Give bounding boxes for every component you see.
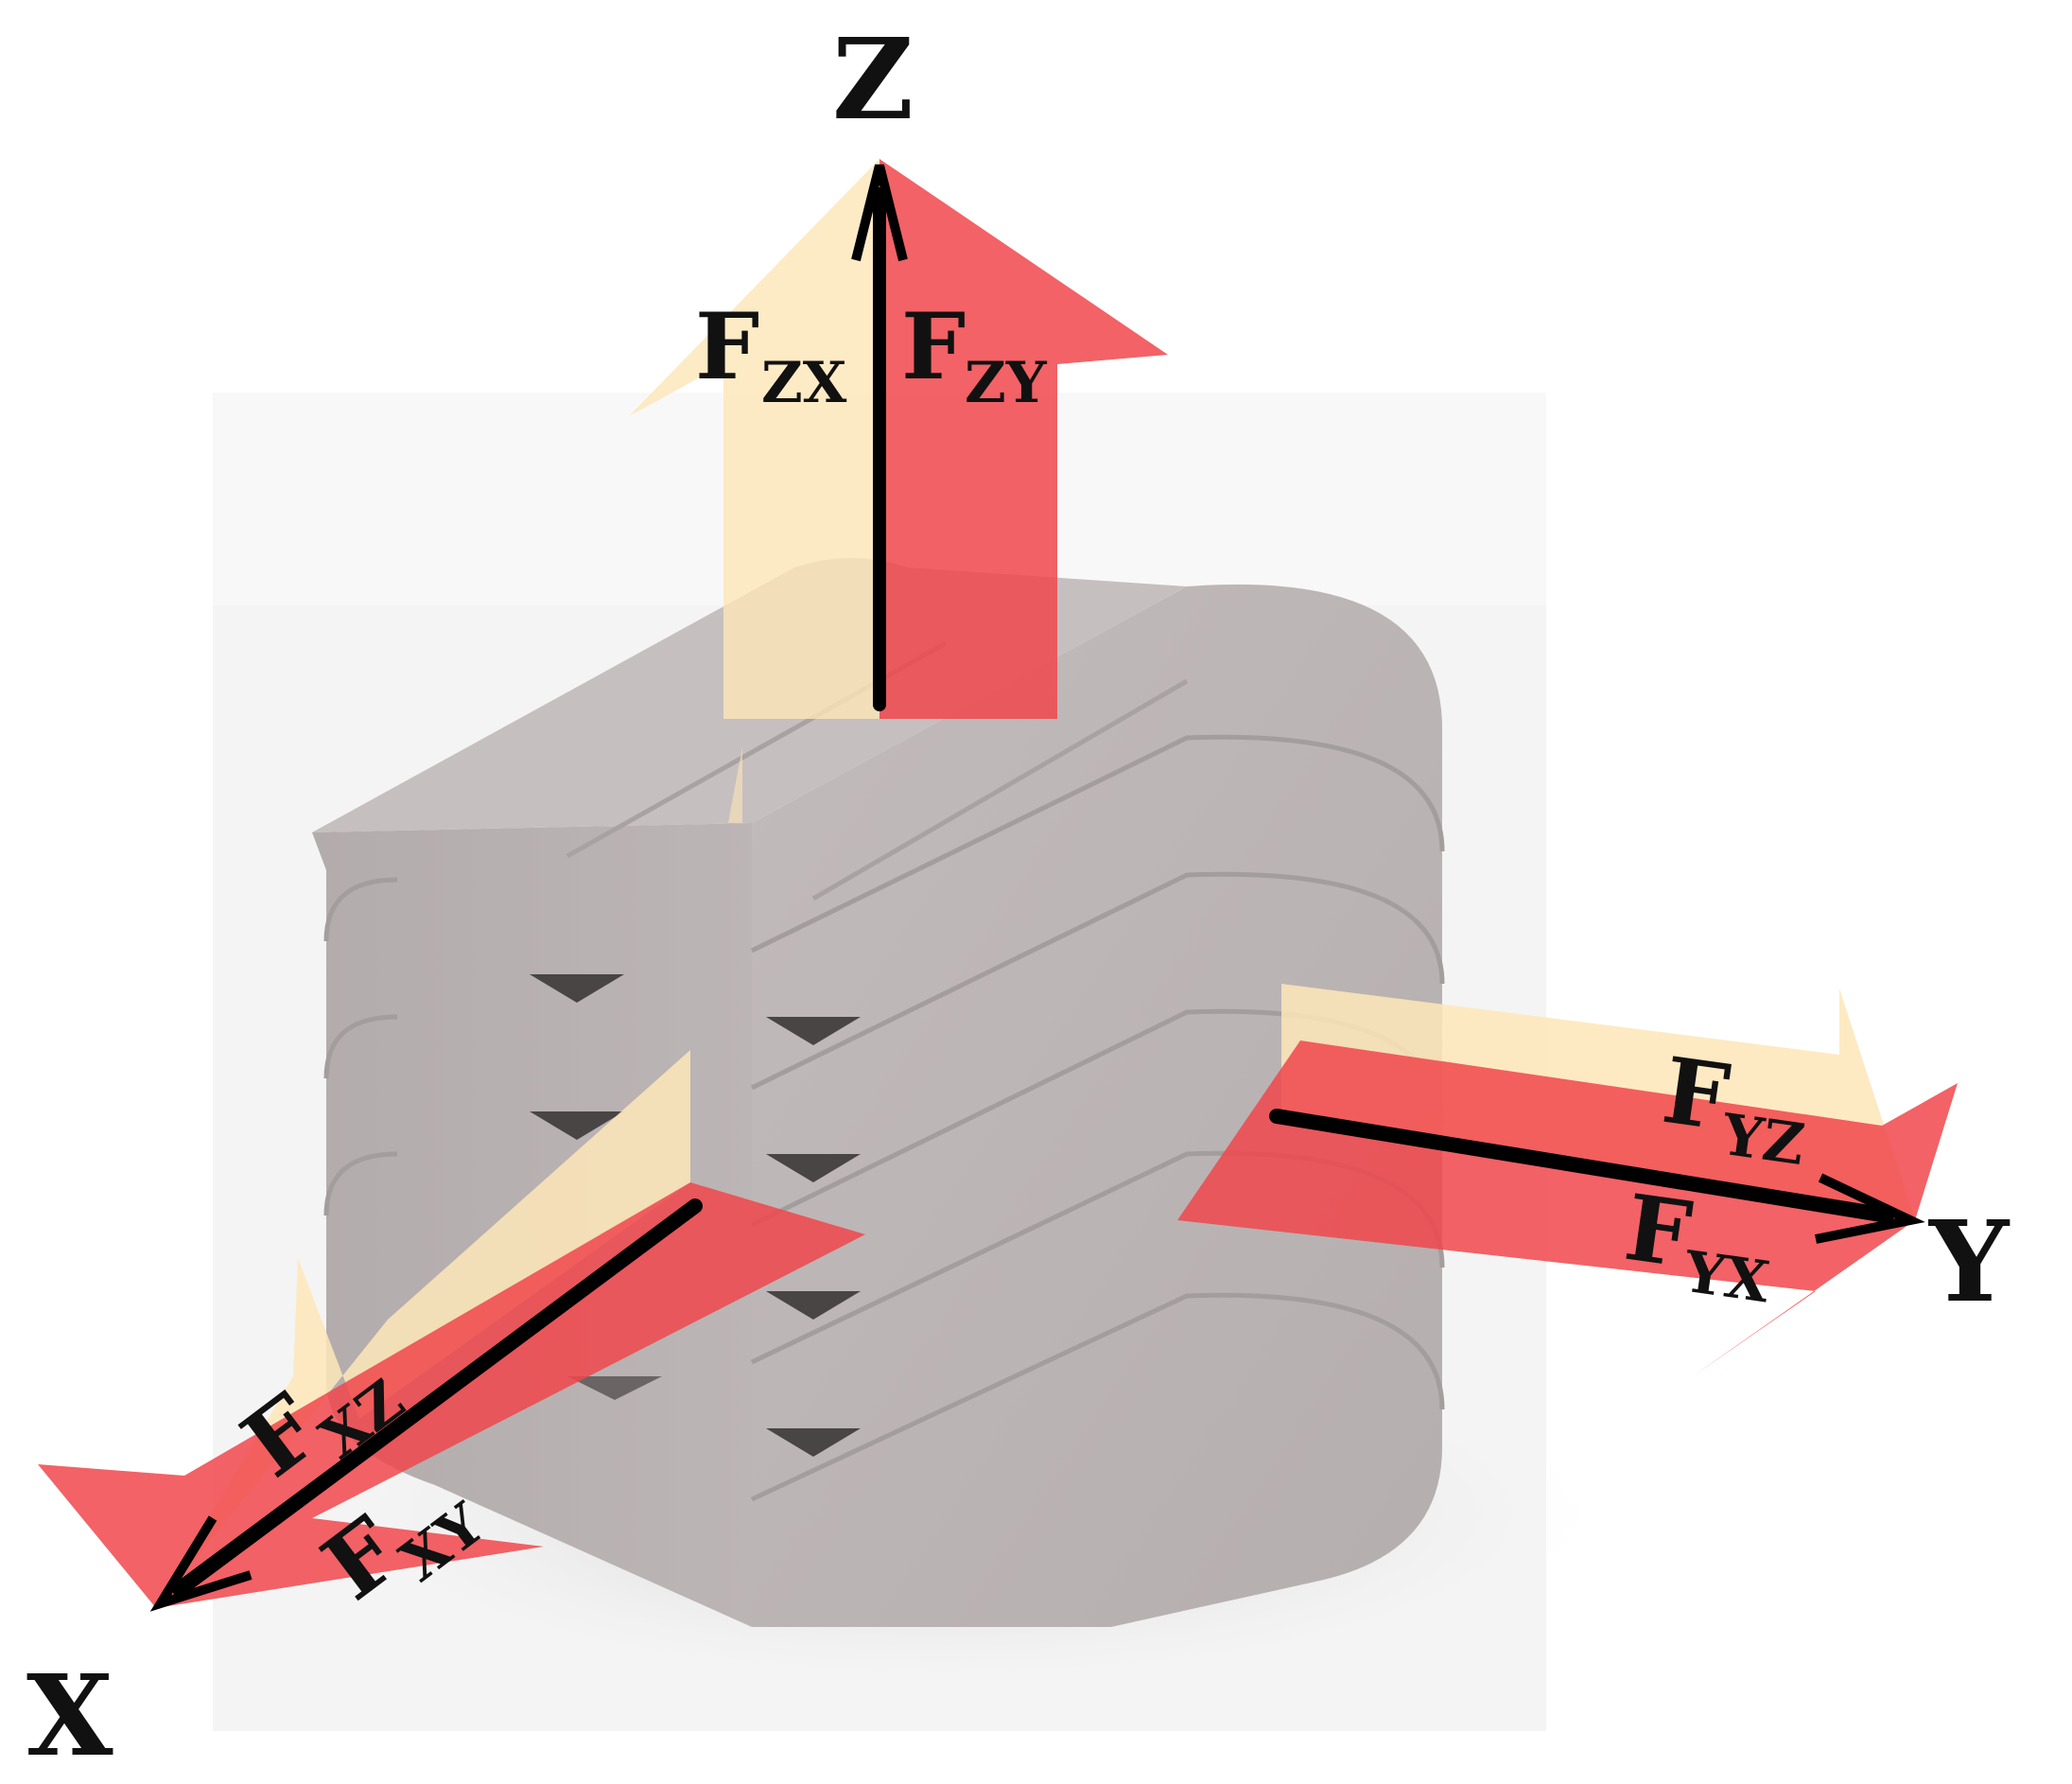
label-fzy: F ZY [901,293,1048,416]
x-axis-line [172,1198,703,1597]
x-axis-label: X [26,1650,113,1779]
front-bead-profile [323,1014,398,1079]
fzx-arrow-tail [728,747,742,823]
force-symbol: F [1657,1037,1735,1151]
force-symbol: F [695,293,759,400]
fzx-arrow [629,159,879,719]
fzx-arrow-side [629,364,723,416]
label-fyz: F YZ [1657,1037,1809,1180]
side-layer-line [750,1292,1445,1502]
inter-bead-void [766,1154,861,1182]
label-fzx: F ZX [695,293,847,416]
label-fyx: F YX [1619,1174,1774,1317]
fxz-arrow [156,1050,690,1608]
inter-bead-void [766,1291,861,1320]
force-subscript: ZY [965,350,1048,416]
fzy-arrow [879,159,1168,719]
top-bead-groove [811,678,1189,901]
y-axis-line [1269,1109,1894,1223]
x-axis-arrowhead [149,1515,252,1612]
block-side-face [752,584,1442,1627]
inter-bead-void [766,1017,861,1045]
side-layer-line [750,871,1445,1091]
front-bead-profile [323,877,398,942]
force-subscript: YZ [1717,1102,1809,1180]
inter-bead-void [530,1111,624,1140]
front-bead-profile [323,1151,398,1216]
axis-lines [149,164,1925,1612]
force-symbol: F [1619,1174,1698,1288]
z-force-arrows [629,159,1168,823]
force-subscript: ZX [761,350,847,416]
y-axis-arrowhead [1815,1173,1925,1244]
inter-bead-void [567,1376,662,1400]
force-subscript: YX [1680,1239,1774,1317]
side-layer-line [750,734,1445,953]
inter-bead-void [530,974,624,1003]
z-axis-label: Z [832,13,914,145]
y-axis-label: Y [1927,1196,2011,1327]
z-axis-arrowhead [851,164,908,262]
force-symbol: F [901,293,966,400]
inter-bead-void [766,1428,861,1457]
